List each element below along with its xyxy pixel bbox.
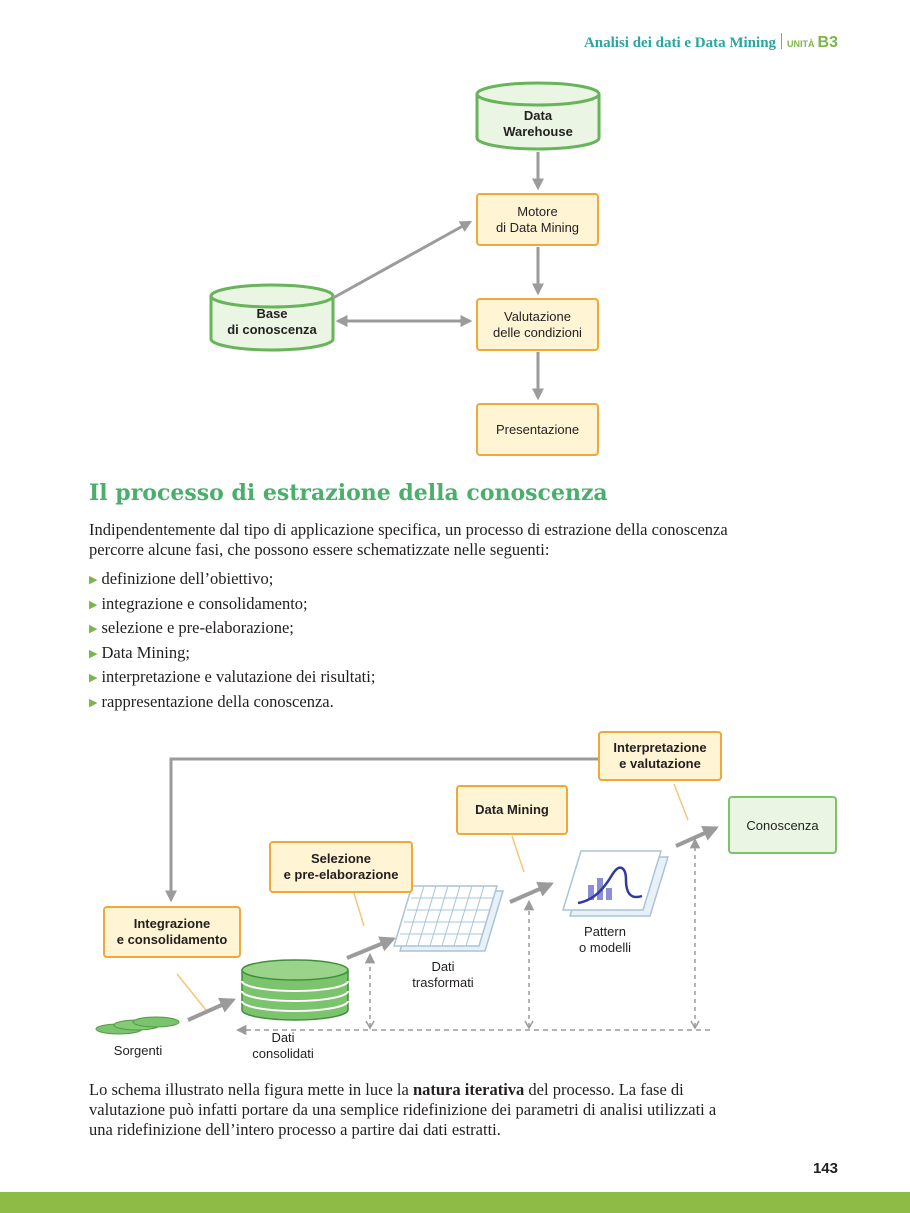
- arrow-consolidati-to-trasformati: [346, 936, 396, 960]
- data-warehouse-cylinder: [475, 81, 601, 151]
- dashed-down-tip-2: [524, 1020, 534, 1030]
- motore-data-mining-box: Motore di Data Mining: [476, 193, 599, 246]
- architecture-diagram-graphics: [209, 81, 601, 401]
- data-mining-box: Data Mining: [456, 785, 568, 835]
- dati-consolidati-database-icon: [241, 959, 349, 1021]
- arrow-pattern-to-conoscenza: [675, 825, 719, 848]
- valutazione-condizioni-box: Valutazione delle condizioni: [476, 298, 599, 351]
- base-conoscenza-label: Base di conoscenza: [227, 306, 317, 337]
- selezione-preelaborazione-box: Selezione e pre-elaborazione: [269, 841, 413, 893]
- bullet-triangle-icon: ▶: [89, 671, 98, 685]
- page-number: 143: [812, 1160, 838, 1177]
- list-item: ▶rappresentazione della conoscenza.: [89, 691, 334, 711]
- arrow-trasformati-to-pattern: [509, 881, 554, 904]
- dati-consolidati-label: Dati consolidati: [252, 1030, 314, 1061]
- bullet-triangle-icon: ▶: [89, 622, 98, 636]
- footer-band: [0, 1192, 910, 1213]
- list-item: ▶Data Mining;: [89, 642, 190, 662]
- dashed-down-tip-3: [690, 1020, 700, 1030]
- list-item: ▶selezione e pre-elaborazione;: [89, 618, 294, 638]
- dati-trasformati-grid-icon: [392, 885, 505, 952]
- section-title: Il processo di estrazione della conoscen…: [89, 480, 608, 506]
- bullet-triangle-icon: ▶: [89, 695, 98, 709]
- list-item: ▶integrazione e consolidamento;: [89, 593, 308, 613]
- list-item: ▶definizione dell’obiettivo;: [89, 569, 274, 588]
- unit-code: B3: [817, 34, 838, 51]
- arrow-sorgenti-to-consolidati: [187, 997, 236, 1022]
- intro-paragraph: Indipendentemente dal tipo di applicazio…: [89, 520, 728, 559]
- integrazione-consolidamento-box: Integrazione e consolidamento: [103, 906, 241, 958]
- feedback-loop-arrow: [165, 757, 598, 903]
- phases-list: ▶definizione dell’obiettivo; ▶integrazio…: [89, 567, 375, 715]
- interpretazione-valutazione-box: Interpretazione e valutazione: [598, 731, 722, 781]
- conoscenza-box: Conoscenza: [728, 796, 837, 854]
- chapter-title: Analisi dei dati e Data Mining: [583, 35, 777, 51]
- base-conoscenza-cylinder: [209, 283, 335, 352]
- process-diagram-graphics: [95, 757, 719, 1036]
- data-warehouse-label: Data Warehouse: [503, 108, 573, 139]
- presentazione-box: Presentazione: [476, 403, 599, 456]
- dati-trasformati-label: Dati trasformati: [412, 959, 474, 990]
- pattern-modelli-label: Pattern o modelli: [578, 924, 632, 955]
- closing-paragraph: Lo schema illustrato nella figura mette …: [89, 1080, 717, 1139]
- list-item: ▶interpretazione e valutazione dei risul…: [89, 667, 376, 687]
- unit-label: UNITÀ: [787, 39, 815, 49]
- bold-term: natura iterativa: [412, 1080, 525, 1099]
- sorgenti-disks-icon: [95, 1016, 180, 1035]
- arrow-base-to-motore: [332, 220, 473, 300]
- header-divider: [781, 33, 783, 49]
- dashed-down-tip-1: [365, 1020, 375, 1030]
- bullet-triangle-icon: ▶: [89, 646, 98, 660]
- bullet-triangle-icon: ▶: [89, 573, 98, 586]
- bullet-triangle-icon: ▶: [89, 597, 98, 611]
- sorgenti-label: Sorgenti: [113, 1043, 163, 1058]
- pattern-chart-icon: [561, 850, 670, 917]
